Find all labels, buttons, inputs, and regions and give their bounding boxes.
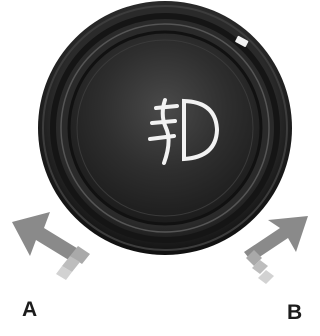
arrow-b-label: B [287, 301, 302, 325]
arrow-a [12, 212, 90, 280]
arrow-b [244, 216, 308, 284]
light-ray-1 [156, 106, 177, 108]
arrow-a-head [12, 212, 80, 262]
arrow-a-label: A [22, 298, 37, 322]
